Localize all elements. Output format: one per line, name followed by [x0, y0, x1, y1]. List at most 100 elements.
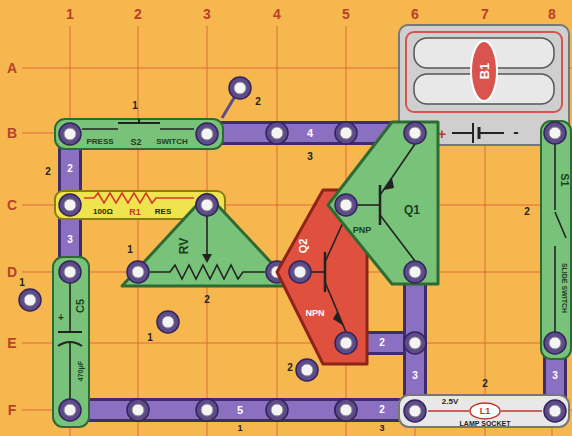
callout-number: 2: [379, 338, 385, 348]
callout-number: 2: [524, 207, 530, 217]
drawing-circle: [59, 399, 81, 421]
drawing-circle: [296, 359, 318, 381]
part-label: RV: [178, 238, 190, 254]
drawing-circle: [64, 404, 76, 416]
pnp-transistor: PNPQ1: [326, 120, 444, 286]
adjustable-resistor-shape: [120, 192, 295, 288]
drawing-circle: [201, 404, 213, 416]
drawing-line: [70, 398, 346, 422]
callout-number: 2: [204, 295, 210, 305]
drawing-line: [22, 343, 572, 344]
drawing-line: [479, 132, 504, 134]
callout-number: 1: [147, 333, 153, 343]
drawing-ellipse: [470, 403, 500, 419]
drawing-circle: [340, 199, 352, 211]
drawing-circle: [409, 405, 421, 417]
grid-label: B: [7, 126, 17, 140]
drawing-circle: [196, 399, 218, 421]
drawing-circle: [196, 123, 218, 145]
drawing-circle: [549, 127, 561, 139]
drawing-circle: [59, 261, 81, 283]
drawing-line: [69, 342, 71, 399]
slide-switch-shape: [540, 120, 572, 360]
drawing-circle: [404, 122, 426, 144]
callout-number: 1: [132, 101, 138, 111]
drawing-circle: [335, 194, 357, 216]
drawing-rect: [53, 257, 89, 427]
drawing-line: [380, 144, 415, 195]
part-label: NPN: [305, 309, 324, 318]
part-label: SWITCH: [156, 138, 188, 146]
drawing-rect: [399, 395, 569, 427]
callout-number: 2: [287, 363, 293, 373]
drawing-rect: [541, 121, 571, 359]
drawing-circle: [266, 122, 288, 144]
drawing-circle: [64, 199, 76, 211]
drawing-line: [311, 271, 325, 273]
callout-number: 1: [19, 278, 25, 288]
drawing-circle: [64, 266, 76, 278]
drawing-line: [380, 215, 415, 261]
drawing-line: [428, 410, 469, 412]
drawing-line: [138, 119, 140, 123]
drawing-circle: [294, 266, 306, 278]
drawing-circle: [271, 404, 283, 416]
slide-switch: S1SLIDE SWITCH: [540, 120, 572, 360]
drawing-circle: [340, 337, 352, 349]
grid-label: 4: [273, 7, 281, 21]
drawing-circle: [544, 399, 566, 421]
drawing-circle: [404, 122, 426, 144]
press-switch: PRESSS2SWITCH: [54, 118, 224, 150]
drawing-circle: [127, 399, 149, 421]
drawing-circle: [335, 399, 357, 421]
drawing-circle: [24, 294, 36, 306]
drawing-circle: [409, 266, 421, 278]
drawing-polygon: [202, 254, 212, 263]
drawing-ellipse: [471, 41, 497, 101]
drawing-line: [472, 123, 474, 143]
drawing-circle: [544, 122, 566, 144]
drawing-circle: [404, 399, 426, 421]
callout-number: 2: [255, 97, 261, 107]
drawing-circle: [340, 199, 352, 211]
drawing-circle: [162, 316, 174, 328]
part-label: +: [58, 313, 64, 323]
drawing-circle: [64, 199, 76, 211]
part-label: S1: [559, 173, 570, 186]
grid-label: F: [8, 403, 17, 417]
drawing-polyline: [84, 193, 194, 203]
drawing-circle: [157, 311, 179, 333]
grid-label: 3: [203, 7, 211, 21]
drawing-circle: [544, 400, 566, 422]
drawing-circle: [196, 122, 218, 144]
drawing-polygon: [384, 178, 394, 190]
grid-label: A: [7, 61, 17, 75]
drawing-line: [277, 26, 278, 436]
part-label: Q1: [404, 204, 420, 216]
callout-number: 3: [552, 371, 558, 381]
callout-number: 1: [237, 424, 242, 433]
drawing-circle: [59, 123, 81, 145]
callout-number: 2: [45, 167, 51, 177]
drawing-circle: [549, 337, 561, 349]
callout-number: 3: [379, 424, 384, 433]
drawing-circle: [59, 194, 81, 216]
part-label: R1: [129, 208, 141, 217]
drawing-circle: [19, 289, 41, 311]
grid-label: 1: [66, 7, 74, 21]
drawing-line: [325, 282, 346, 332]
grid-label: E: [7, 336, 16, 350]
drawing-circle: [229, 77, 251, 99]
drawing-circle: [404, 332, 426, 354]
drawing-line: [69, 283, 71, 332]
adjustable-resistor: RV: [120, 192, 295, 288]
drawing-circle: [549, 337, 561, 349]
drawing-circle: [196, 194, 218, 216]
drawing-circle: [335, 194, 357, 216]
part-label: B1: [478, 63, 491, 80]
drawing-line: [138, 26, 139, 436]
part-label: -: [513, 124, 518, 140]
grid-label: 8: [548, 7, 556, 21]
drawing-circle: [409, 127, 421, 139]
